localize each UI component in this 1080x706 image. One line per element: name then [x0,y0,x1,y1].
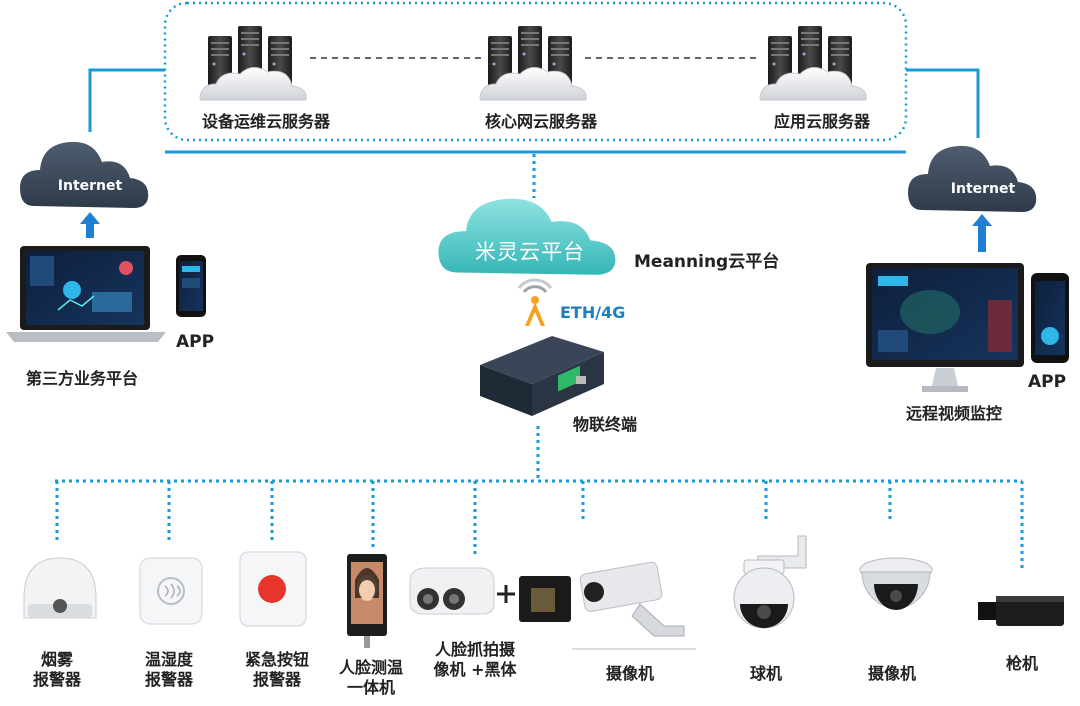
box-camera-icon [978,596,1064,626]
remote-video-monitoring-label: 远程视频监控 [905,404,1002,423]
server-label: 应用云服务器 [773,112,870,131]
iot-gateway-icon [480,336,604,416]
iot-terminal-label: 物联终端 [573,415,638,434]
device-label: 人脸测温 一体机 [338,658,403,697]
device-label: 枪机 [1005,654,1038,673]
server-label: 设备运维云服务器 [201,112,330,131]
face-capture-camera-icon [409,567,571,622]
meanning-cloud-platform-label: Meanning云平台 [634,252,780,272]
internet-cloud-right [908,145,1037,212]
signal-tower-icon [517,278,553,326]
ptz-dome-camera-icon [733,535,807,629]
phone-icon [176,255,206,317]
third-party-platform-label: 第三方业务平台 [26,369,139,388]
device-label: 摄像机 [605,664,654,683]
server-icon [480,26,586,100]
laptop-icon [6,246,166,342]
dome-camera-icon [859,557,933,610]
bullet-camera-icon [579,561,685,637]
emergency-button-icon [239,551,307,627]
face-thermometer-icon [347,554,387,648]
device-label: 人脸抓拍摄 像机 +黑体 [433,640,517,679]
smoke-detector-icon [23,557,97,619]
phone-icon [1031,273,1069,363]
internet-label: Internet [950,181,1016,197]
server-cluster-frame [163,1,908,142]
monitor-icon [866,263,1024,392]
device-label: 紧急按钮 报警器 [244,650,309,689]
device-label: 烟雾 报警器 [32,650,81,689]
device-label: 球机 [749,664,782,683]
internet-label: Internet [57,178,123,194]
app-label: APP [1028,372,1067,392]
server-label: 核心网云服务器 [484,112,597,131]
internet-cloud-left [20,141,149,208]
thermo-hygrometer-icon [139,557,203,625]
eth-4g-label: ETH/4G [560,303,626,322]
app-label: APP [176,332,215,352]
device-label: 温湿度 报警器 [144,650,193,689]
device-label: 摄像机 [867,664,916,683]
arrow-up-icon [972,214,992,252]
arrow-up-icon [80,212,100,238]
mi-cloud-platform-label: 米灵云平台 [475,240,585,264]
server-icon [760,26,866,100]
server-icon [200,26,306,100]
